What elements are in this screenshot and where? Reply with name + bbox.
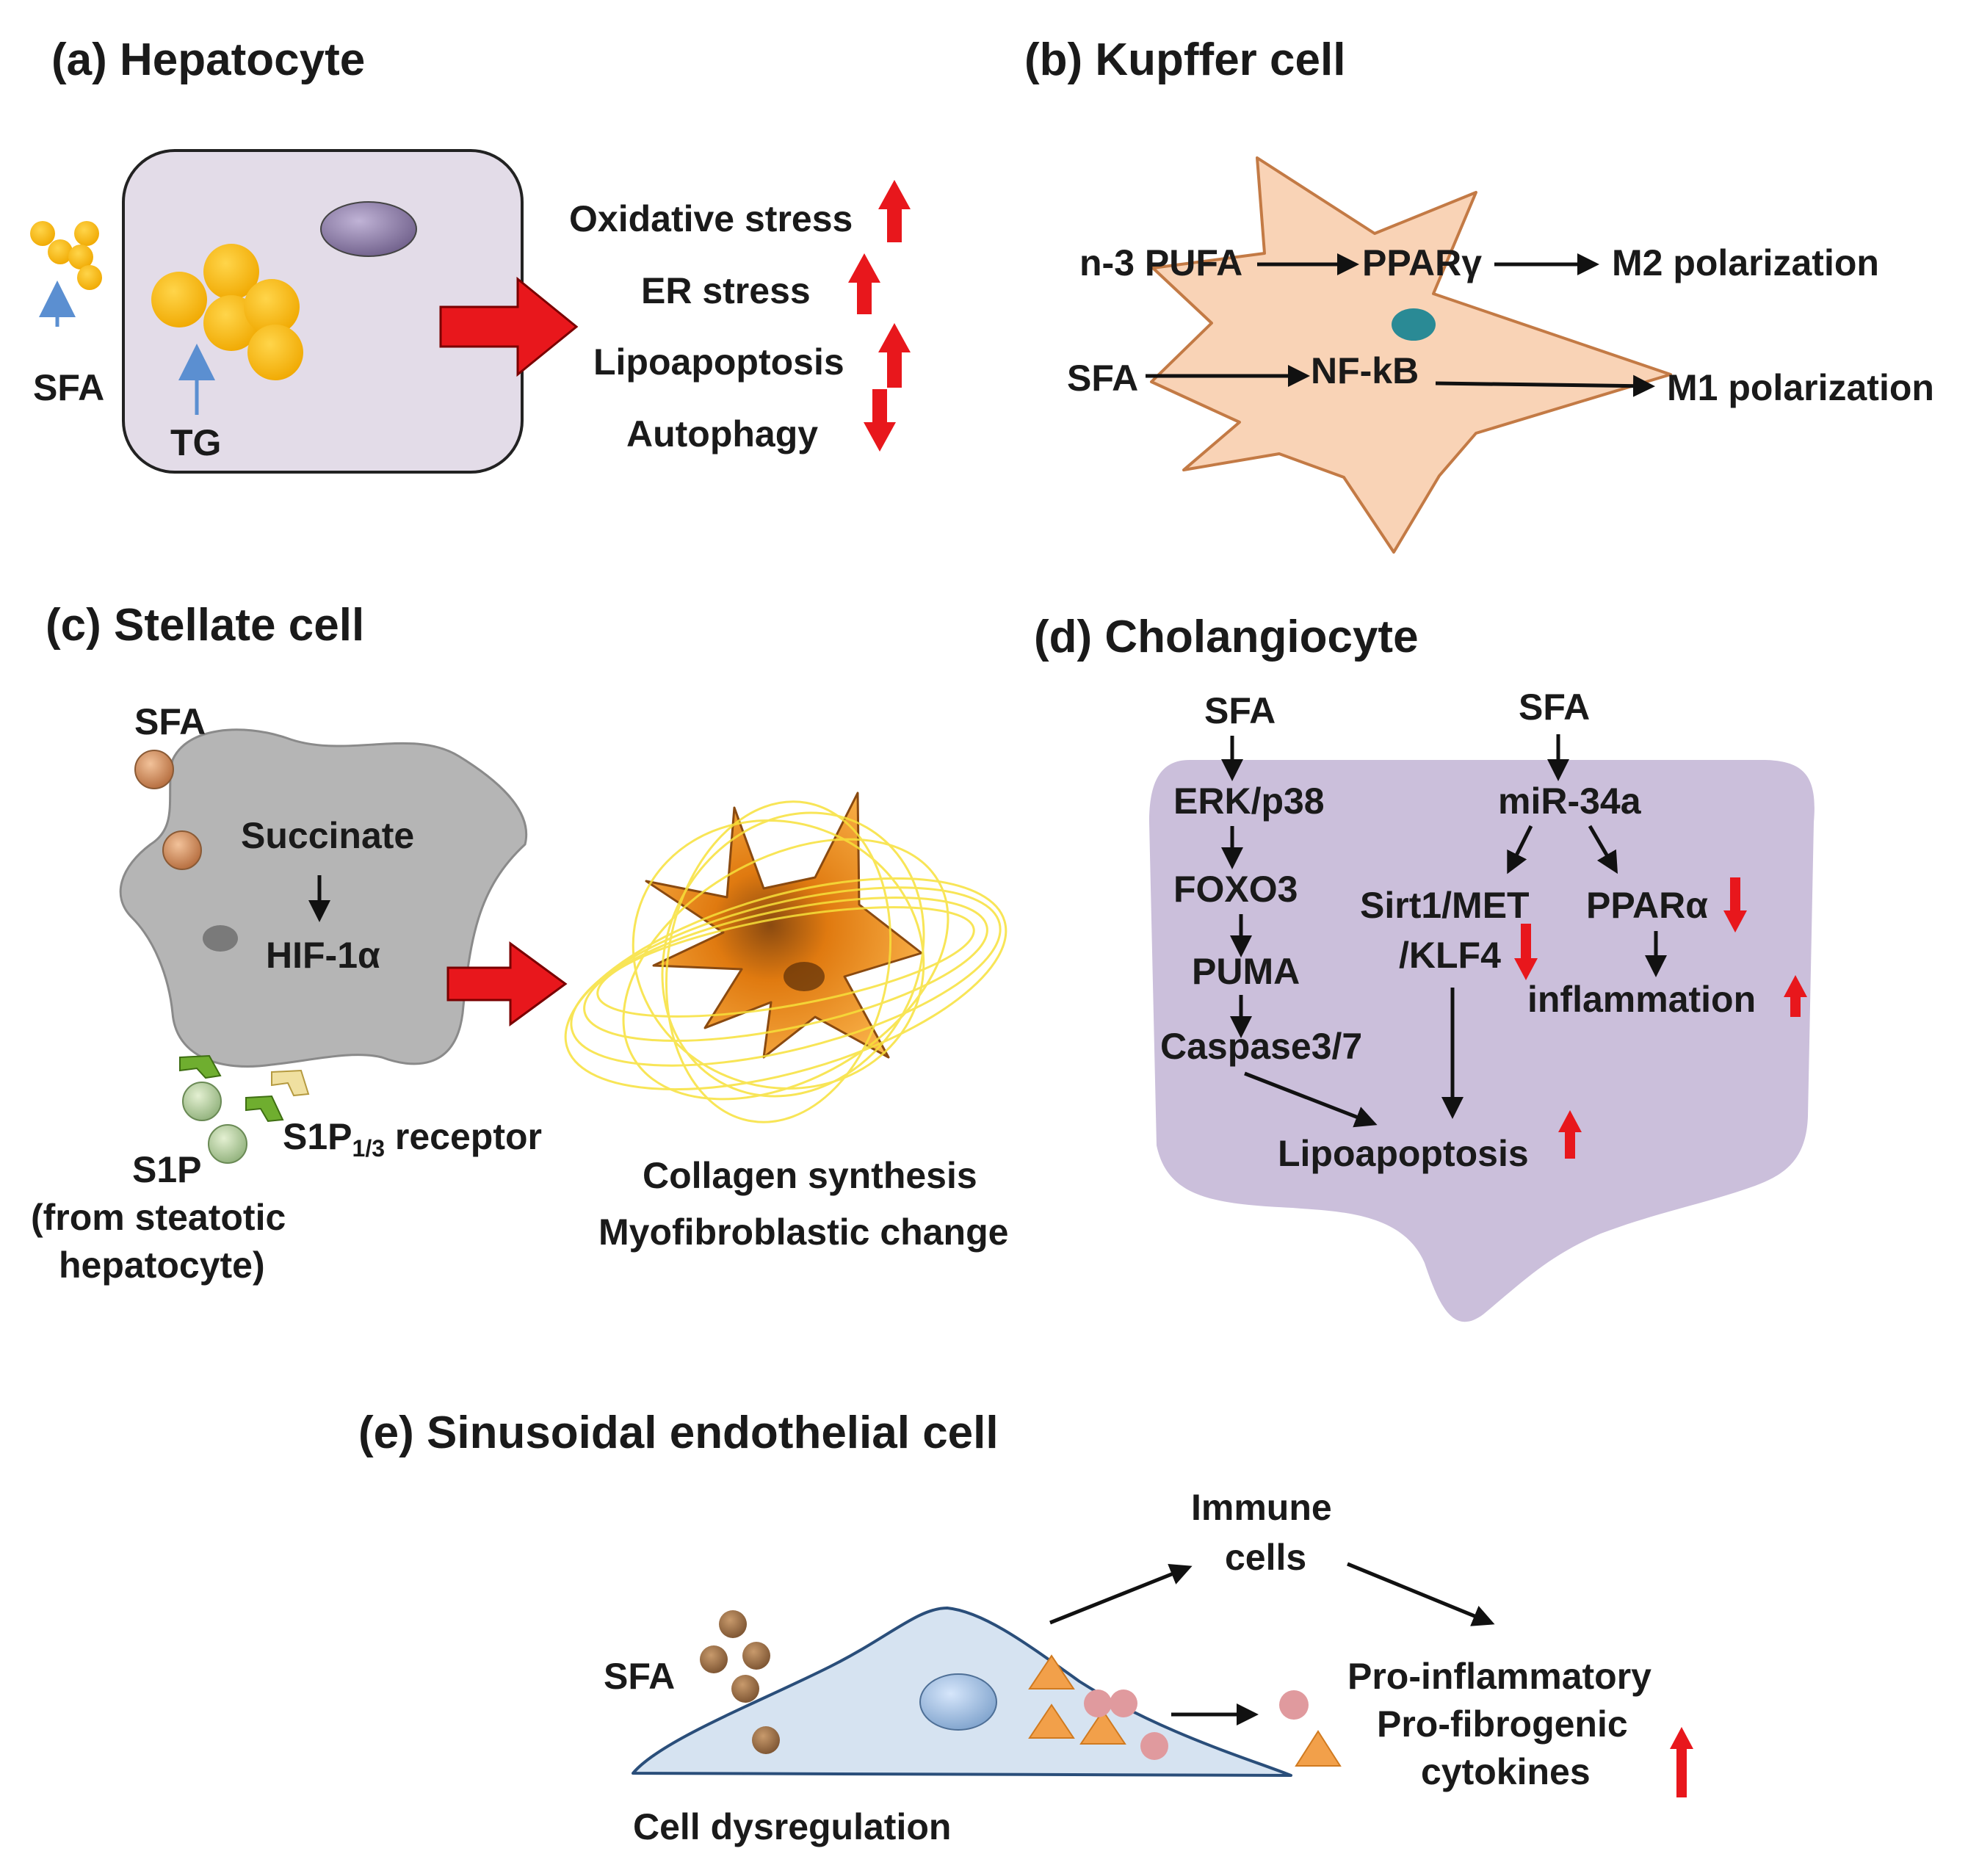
down-arrow-icon [1514,924,1538,980]
panel-a-outcome-arrow [439,276,579,377]
panel-b: (b) Kupffer cell n-3 PUFA PPARγ M2 polar… [1024,35,1934,554]
label-s1p-receptor: S1P1/3 receptor [283,1116,542,1162]
label-inflammation: inflammation [1527,979,1756,1020]
label-cell-dysregulation: Cell dysregulation [633,1806,951,1847]
panel-a-sfa-label: SFA [33,367,104,408]
panel-d-title: (d) Cholangiocyte [1034,612,1419,662]
arrow-cell-to-immune [1049,1563,1193,1625]
up-arrow-icon [878,323,911,388]
panel-e-title: (e) Sinusoidal endothelial cell [358,1408,999,1458]
label-klf4: /KLF4 [1399,935,1501,976]
released-cytokine [1279,1690,1309,1720]
label-n3-pufa: n-3 PUFA [1079,242,1242,283]
panel-e-sfa-label: SFA [604,1656,675,1697]
panel-c-title: (c) Stellate cell [46,600,364,651]
cytokines-inside [1028,1654,1168,1760]
label-s1p: S1P [132,1149,202,1190]
effect-lipoapoptosis: Lipoapoptosis [593,341,844,383]
s1p-molecule [208,1124,247,1164]
up-arrow-icon [1558,1110,1582,1159]
arrow-immune-to-cytokines [1347,1562,1495,1626]
label-collagen-synthesis: Collagen synthesis [643,1155,977,1196]
panel-b-title: (b) Kupffer cell [1024,35,1345,85]
collagen-fibers [564,800,1007,1123]
sfa-particles-e [700,1610,780,1754]
label-hif-1a: HIF-1α [266,935,380,976]
endothelial-nucleus [919,1673,997,1731]
label-sfa-right: SFA [1519,687,1590,728]
up-arrow-icon [848,253,880,314]
arrow-mir-to-ppar-a [1588,825,1618,874]
arrow-caspase-to-lipoapoptosis [1244,1071,1378,1128]
label-erk-p38: ERK/p38 [1173,781,1325,822]
label-pro-fibrogenic: Pro-fibrogenic [1377,1703,1628,1745]
label-from-steatotic: (from steatotic [31,1197,286,1238]
sfa-particle [134,750,174,789]
label-foxo3: FOXO3 [1173,869,1298,910]
panel-c: (c) Stellate cell SFA Succinate HIF-1α S… [31,600,1008,1286]
up-arrow-icon [1784,975,1807,1017]
s1p-receptor-icon [245,1095,284,1123]
label-mir-34a: miR-34a [1498,781,1642,822]
s1p-receptor-icon [179,1054,222,1079]
label-ppar-gamma: PPARγ [1362,242,1482,283]
stellate-cell [119,728,528,1068]
label-ppar-alpha: PPARα [1586,885,1708,926]
label-m2-polarization: M2 polarization [1612,242,1879,283]
kupffer-nucleus [1392,308,1436,341]
effect-er-stress: ER stress [641,270,811,311]
released-cytokine [1295,1730,1342,1767]
down-arrow-icon [1723,877,1747,932]
effect-oxidative-stress: Oxidative stress [569,198,853,239]
s1p-receptor-icon [271,1069,310,1097]
panel-e: (e) Sinusoidal endothelial cell Immune c… [358,1408,1693,1847]
up-arrow-icon [878,180,911,242]
panel-c-sfa-label: SFA [134,701,206,742]
panel-a-title: (a) Hepatocyte [51,35,365,85]
label-immune: Immune [1191,1487,1332,1528]
down-arrow-icon [864,389,896,452]
arrow-mir-to-sirt [1507,825,1533,874]
arrow-nfkb-to-m1 [1435,374,1655,397]
label-hepatocyte: hepatocyte) [59,1245,265,1286]
label-puma: PUMA [1192,951,1300,992]
label-cells: cells [1225,1537,1306,1578]
label-m1-polarization: M1 polarization [1667,367,1934,408]
label-sfa-left: SFA [1204,690,1276,731]
panel-b-sfa-label: SFA [1067,358,1138,399]
label-nfkb: NF-kB [1311,350,1419,391]
hepatocyte-nucleus [320,201,417,257]
effect-autophagy: Autophagy [626,413,818,454]
stellate-nucleus [203,925,238,952]
panel-a-tg-label: TG [170,422,221,463]
label-caspase: Caspase3/7 [1160,1026,1362,1067]
label-myofibroblastic-change: Myofibroblastic change [598,1212,1008,1253]
label-lipoapoptosis-d: Lipoapoptosis [1278,1133,1529,1174]
label-cytokines: cytokines [1421,1751,1591,1792]
label-sirt1-met: Sirt1/MET [1360,885,1530,926]
tg-droplets [151,244,303,380]
label-pro-inflammatory: Pro-inflammatory [1347,1656,1651,1697]
s1p-molecule [182,1082,222,1121]
up-arrow-icon [1670,1727,1693,1797]
sfa-droplets [30,221,102,290]
cholangiocyte-cell [1149,760,1815,1322]
panel-a: (a) Hepatocyte SFA TG Oxidative stress E… [30,35,911,474]
panel-c-outcome-arrow [446,941,568,1026]
kupffer-cell [1150,156,1672,554]
label-succinate: Succinate [241,815,414,856]
panel-d: (d) Cholangiocyte SFA SFA ERK/p38 FOXO3 … [1034,612,1815,1322]
sfa-particle [162,830,202,870]
activated-stellate-cell [564,792,1007,1123]
